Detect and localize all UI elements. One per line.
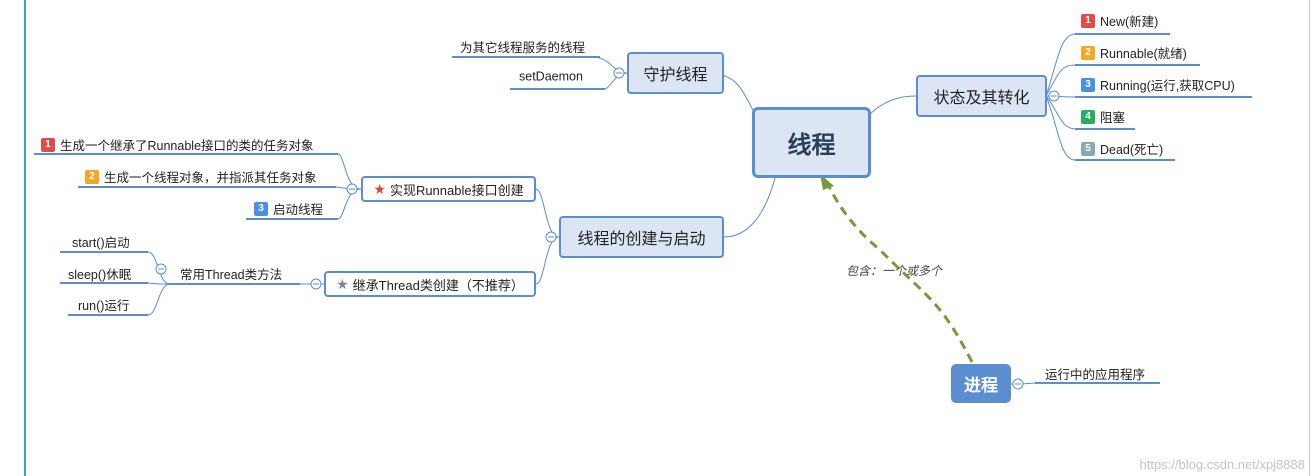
badge-2-icon: 2 [85, 169, 99, 184]
contains-arrow [824, 179, 974, 363]
relationship-label[interactable]: 包含：一个或多个 [846, 264, 943, 278]
badge-5-icon: 5 [1081, 141, 1095, 156]
floating-topic-process[interactable]: 进程 [951, 364, 1011, 403]
leaf-daemon-desc[interactable]: 为其它线程服务的线程 [460, 41, 586, 55]
watermark: https://blog.csdn.net/xpj8888 [1139, 457, 1305, 472]
branch-creation[interactable]: 线程的创建与启动 [559, 216, 724, 258]
branch-label: 状态及其转化 [933, 90, 1030, 107]
leaf-method-start[interactable]: start()启动 [72, 236, 130, 250]
leaf-thread-methods[interactable]: 常用Thread类方法 [180, 268, 283, 282]
branch-label: 守护线程 [643, 67, 708, 84]
branch-states[interactable]: 状态及其转化 [916, 75, 1047, 117]
right-border-line [1309, 0, 1310, 476]
badge-3-icon: 3 [1081, 77, 1095, 92]
central-topic-thread[interactable]: 线程 [752, 107, 871, 178]
branch-daemon-thread[interactable]: 守护线程 [627, 52, 724, 94]
leaf-process-detail[interactable]: 运行中的应用程序 [1045, 368, 1146, 382]
badge-2-icon: 2 [1081, 45, 1095, 60]
branch-label: 线程的创建与启动 [577, 231, 706, 248]
subbranch-extend-thread[interactable]: ★ 继承Thread类创建（不推荐） [324, 271, 536, 297]
badge-1-icon: 1 [41, 137, 55, 152]
subbranch-runnable[interactable]: ★ 实现Runnable接口创建 [361, 176, 536, 202]
badge-4-icon: 4 [1081, 109, 1095, 124]
badge-1-icon: 1 [1081, 13, 1095, 28]
badge-3-icon: 3 [254, 201, 268, 216]
gray-star-icon: ★ [336, 276, 349, 292]
leaf-method-sleep[interactable]: sleep()休眠 [68, 268, 132, 282]
arrow-head [820, 174, 834, 190]
central-topic-label: 线程 [787, 132, 836, 159]
left-border-line [24, 0, 26, 476]
red-star-icon: ★ [373, 181, 386, 197]
leaf-method-run[interactable]: run()运行 [78, 299, 130, 313]
leaf-set-daemon[interactable]: setDaemon [519, 69, 583, 84]
